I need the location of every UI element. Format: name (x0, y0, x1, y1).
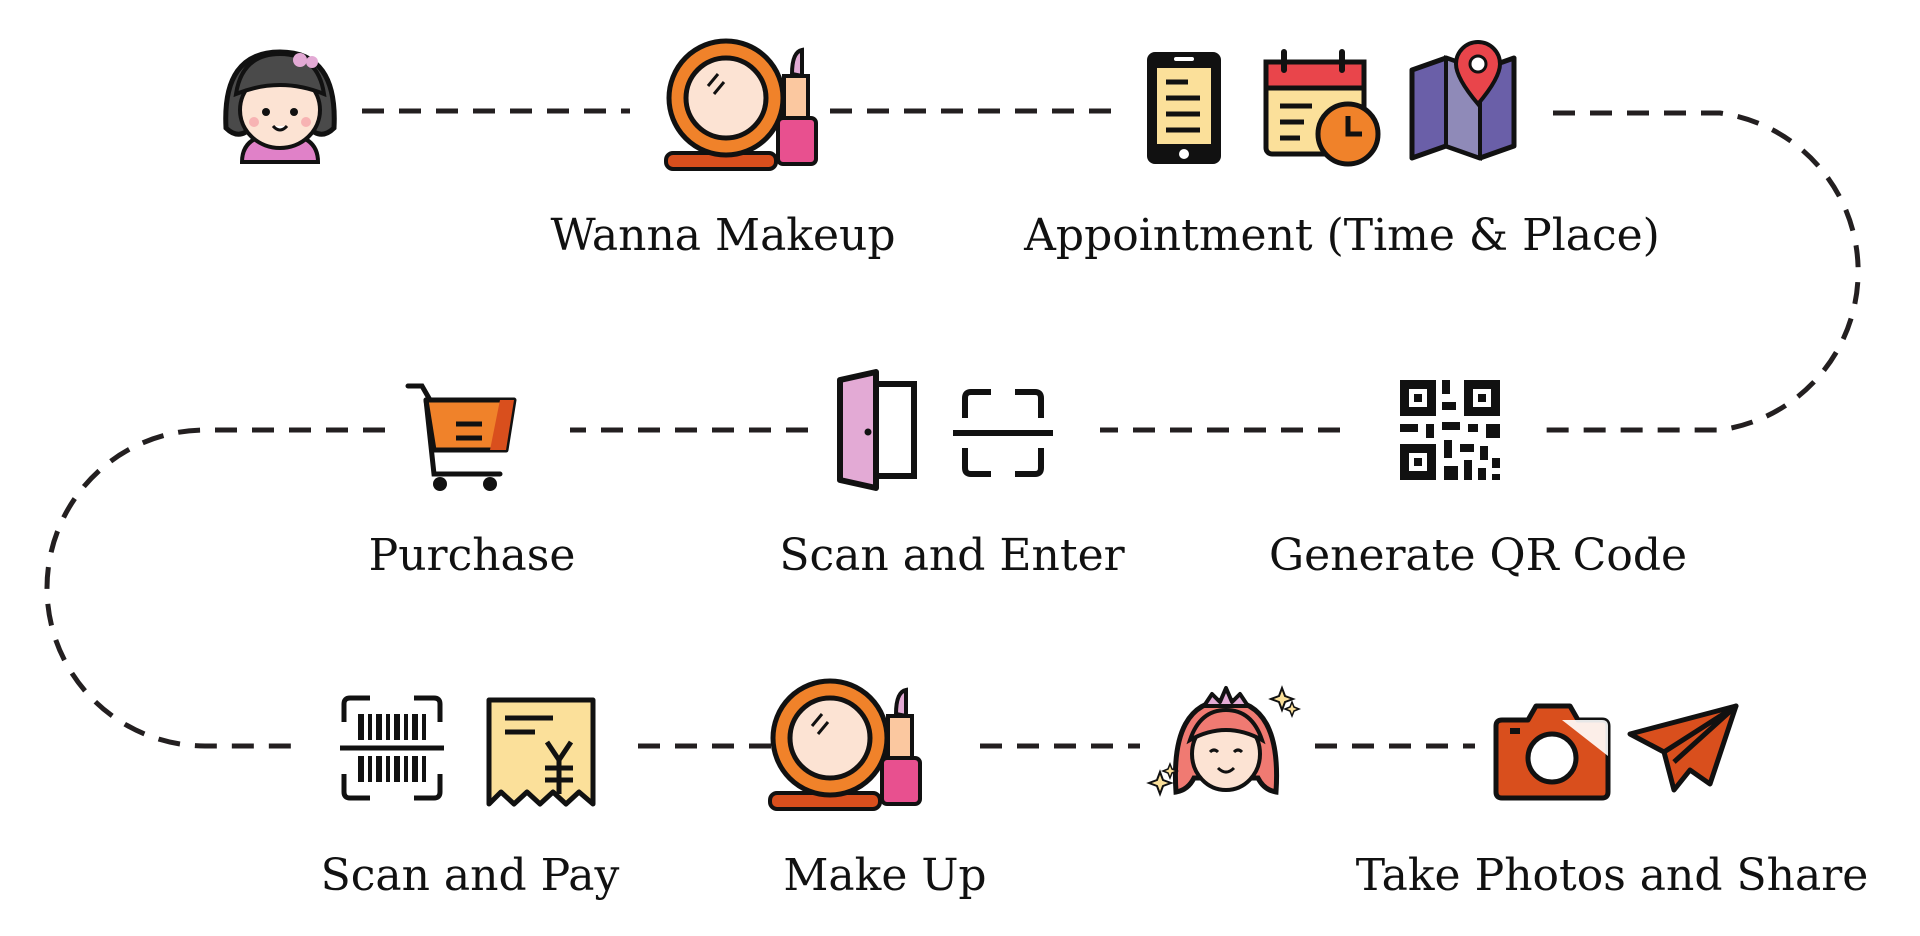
qr-code-icon (1400, 380, 1500, 480)
connector-3 (1535, 110, 1861, 433)
calendar-clock-icon (1263, 49, 1381, 167)
map-pin-icon (1409, 40, 1517, 161)
step-label-scan-enter: Scan and Enter (779, 530, 1125, 581)
door-icon (837, 369, 917, 491)
paper-plane-icon (1627, 703, 1739, 793)
step-label-generate-qr: Generate QR Code (1269, 530, 1687, 581)
step-label-photos-share: Take Photos and Share (1356, 850, 1869, 901)
barcode-scan-icon (340, 695, 444, 801)
shopping-cart-icon (405, 383, 517, 491)
compact-mirror-lipstick-icon (666, 41, 816, 169)
girl-avatar-icon (223, 49, 337, 164)
connector-6 (44, 427, 385, 749)
step-label-appointment: Appointment (Time & Place) (1023, 210, 1660, 261)
step-label-wanna-makeup: Wanna Makeup (550, 210, 895, 261)
step-label-purchase: Purchase (369, 530, 576, 581)
step-label-make-up: Make Up (783, 850, 986, 901)
smartphone-icon (1147, 52, 1221, 164)
compact-mirror-lipstick-icon (770, 681, 920, 809)
yuan-receipt-icon (486, 697, 596, 807)
camera-icon (1493, 703, 1611, 801)
scan-frame-icon (953, 389, 1053, 477)
princess-girl-icon (1146, 685, 1302, 797)
step-label-scan-pay: Scan and Pay (321, 850, 620, 901)
flow-path (44, 108, 1861, 749)
